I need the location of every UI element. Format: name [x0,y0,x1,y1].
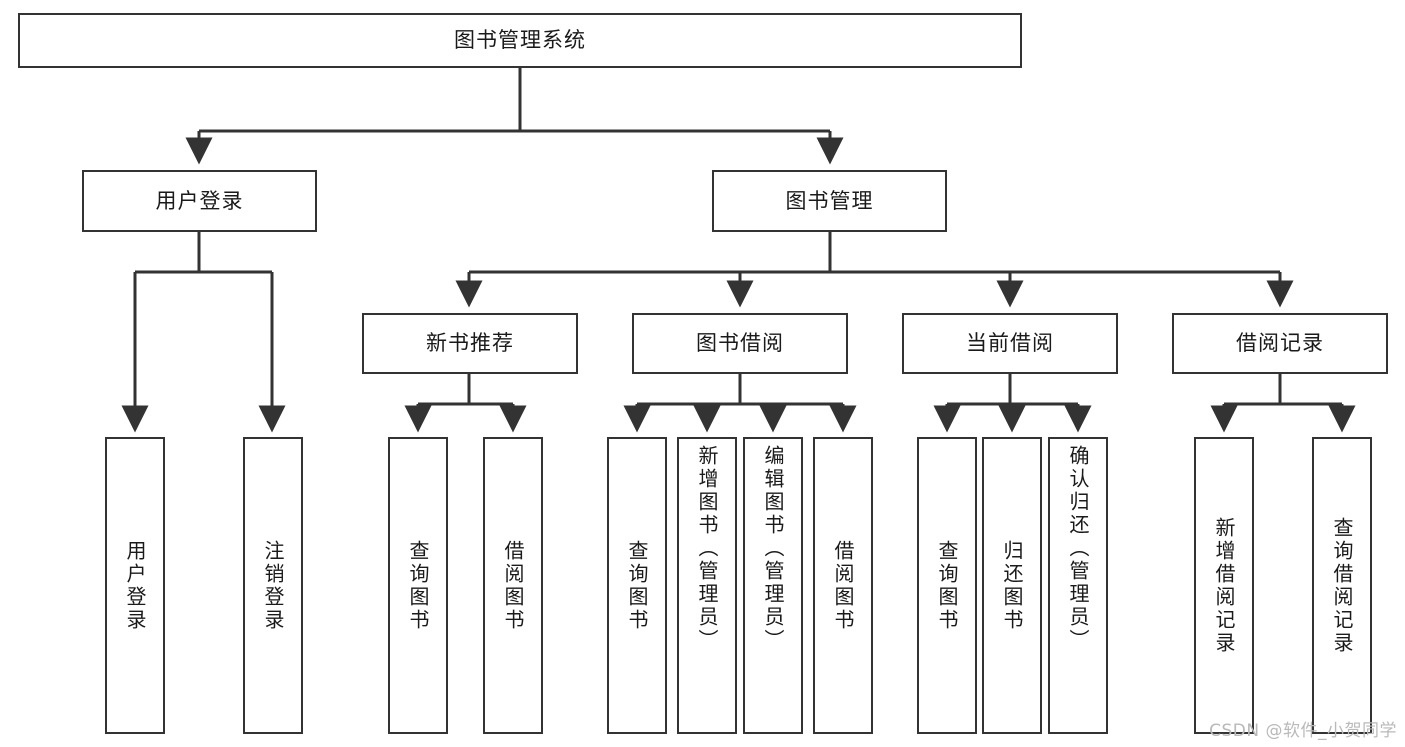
leaf-user-login[interactable]: 用户登录 [105,437,165,734]
leaf-edit-book[interactable]: 编辑图书（管理员） [743,437,803,734]
node-borrow-record-label: 借阅记录 [1236,331,1324,356]
node-new-book-recommend-label: 新书推荐 [426,331,514,356]
leaf-query-book-1-label: 查询图书 [406,539,430,632]
node-user-login[interactable]: 用户登录 [82,170,317,232]
leaf-logout-login[interactable]: 注销登录 [243,437,303,734]
node-book-borrow[interactable]: 图书借阅 [632,313,848,374]
leaf-query-book-3-label: 查询图书 [935,539,959,632]
node-new-book-recommend[interactable]: 新书推荐 [362,313,578,374]
leaf-confirm-return-label: 确认归还（管理员） [1066,445,1090,652]
leaf-borrow-book-1[interactable]: 借阅图书 [483,437,543,734]
leaf-borrow-book-2[interactable]: 借阅图书 [813,437,873,734]
leaf-add-record[interactable]: 新增借阅记录 [1194,437,1254,734]
leaf-add-book[interactable]: 新增图书（管理员） [677,437,737,734]
node-user-login-label: 用户登录 [155,188,244,213]
node-borrow-record[interactable]: 借阅记录 [1172,313,1388,374]
leaf-add-record-label: 新增借阅记录 [1212,516,1236,655]
leaf-logout-login-label: 注销登录 [261,539,285,632]
node-book-management[interactable]: 图书管理 [712,170,947,232]
leaf-query-record-label: 查询借阅记录 [1330,516,1354,655]
node-book-management-label: 图书管理 [785,188,874,213]
leaf-query-book-1[interactable]: 查询图书 [388,437,448,734]
leaf-query-record[interactable]: 查询借阅记录 [1312,437,1372,734]
leaf-query-book-2-label: 查询图书 [625,539,649,632]
watermark: CSDN @软件_小贺同学 [1209,721,1397,741]
leaf-confirm-return[interactable]: 确认归还（管理员） [1048,437,1108,734]
leaf-user-login-label: 用户登录 [123,539,147,632]
leaf-edit-book-label: 编辑图书（管理员） [761,445,785,652]
leaf-borrow-book-2-label: 借阅图书 [831,539,855,632]
node-current-borrow-label: 当前借阅 [966,331,1054,356]
node-root[interactable]: 图书管理系统 [18,13,1022,68]
leaf-query-book-3[interactable]: 查询图书 [917,437,977,734]
node-root-label: 图书管理系统 [454,28,586,53]
leaf-return-book[interactable]: 归还图书 [982,437,1042,734]
leaf-borrow-book-1-label: 借阅图书 [501,539,525,632]
leaf-return-book-label: 归还图书 [1000,539,1024,632]
node-current-borrow[interactable]: 当前借阅 [902,313,1118,374]
node-book-borrow-label: 图书借阅 [696,331,784,356]
leaf-add-book-label: 新增图书（管理员） [695,445,719,652]
leaf-query-book-2[interactable]: 查询图书 [607,437,667,734]
